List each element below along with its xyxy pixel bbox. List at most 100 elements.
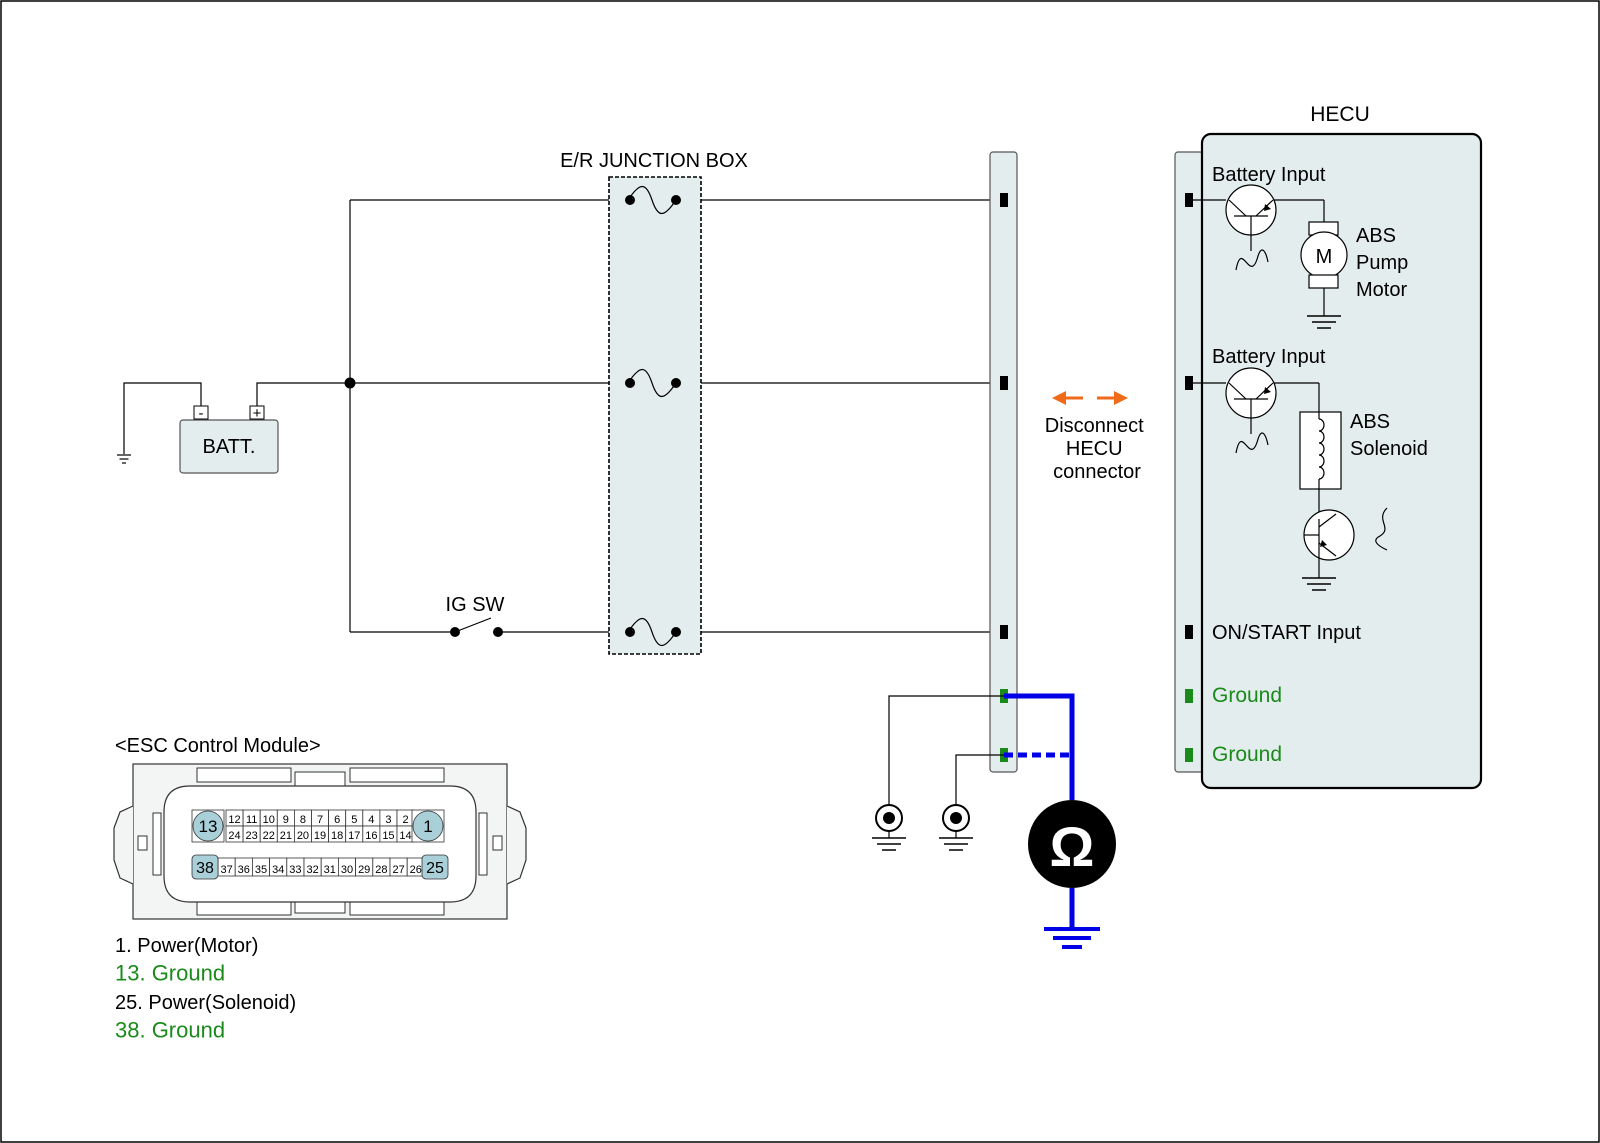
pin-cavity: 28 xyxy=(372,857,391,877)
pin-cavity: 29 xyxy=(355,857,374,877)
pin-number: 2 xyxy=(402,814,408,826)
pin-cavity: 30 xyxy=(337,857,356,877)
pin-number: 21 xyxy=(280,830,292,842)
pin-number: 5 xyxy=(351,814,357,826)
ohmmeter: Ω xyxy=(1004,693,1116,949)
pin-number: 9 xyxy=(283,814,289,826)
pin-number: 7 xyxy=(317,814,323,826)
pin-cavity: 15 xyxy=(379,825,398,843)
pin-number: 32 xyxy=(306,864,318,876)
pin-number: 29 xyxy=(358,864,370,876)
pin-cavity: 34 xyxy=(269,857,288,877)
ground-1-label: Ground xyxy=(1212,684,1282,707)
pin-cavity: 17 xyxy=(345,825,364,843)
pump-motor-circuit xyxy=(1193,184,1348,329)
pin-number: 28 xyxy=(375,864,387,876)
pin-number: 20 xyxy=(297,830,309,842)
pin-number: 25 xyxy=(426,860,444,877)
pin-cavity: 9 xyxy=(276,809,295,827)
pin-cavity: 32 xyxy=(303,857,322,877)
solenoid-label: ABS Solenoid xyxy=(1350,411,1428,460)
hecu-title: HECU xyxy=(1310,103,1370,126)
pin-number: 37 xyxy=(220,864,232,876)
ohm-icon: Ω xyxy=(1050,815,1095,878)
ground-wiring xyxy=(888,695,1004,808)
battery-plus: + xyxy=(253,405,262,422)
pin-number: 35 xyxy=(255,864,267,876)
battery: - + BATT. xyxy=(117,382,279,474)
battery-input-2-label: Battery Input xyxy=(1212,346,1326,368)
pin-cavity: 33 xyxy=(286,857,305,877)
pin-number: 36 xyxy=(238,864,250,876)
pin-cavity-highlight: 1 xyxy=(411,809,445,843)
ig-switch-label: IG SW xyxy=(446,594,505,616)
on-start-label: ON/START Input xyxy=(1212,622,1361,644)
pin-cavity: 5 xyxy=(345,809,364,827)
pin-number: 23 xyxy=(246,830,258,842)
pin-number: 3 xyxy=(385,814,391,826)
pin-number: 22 xyxy=(263,830,275,842)
pin-cavity: 12 xyxy=(225,809,244,827)
pin-number: 14 xyxy=(399,830,411,842)
esc-title: <ESC Control Module> xyxy=(115,735,321,757)
pin-cavity: 36 xyxy=(234,857,253,877)
pin-cavity: 22 xyxy=(259,825,278,843)
pin-number: 8 xyxy=(300,814,306,826)
pin-cavity: 37 xyxy=(217,857,236,877)
motor-icon: M xyxy=(1316,246,1333,268)
pin-cavity: 27 xyxy=(389,857,408,877)
pin-number: 4 xyxy=(368,814,374,826)
harness-connector xyxy=(989,151,1018,773)
solenoid-circuit xyxy=(1193,367,1388,591)
pin-legend-item: 25. Power(Solenoid) xyxy=(115,992,296,1014)
junction-box-label: E/R JUNCTION BOX xyxy=(560,150,748,172)
pin-number: 38 xyxy=(196,860,214,877)
pin-number: 15 xyxy=(382,830,394,842)
pin-number: 26 xyxy=(410,864,422,876)
pin-number: 11 xyxy=(246,814,257,826)
ig-switch: IG SW xyxy=(446,594,505,637)
pin-number: 19 xyxy=(314,830,326,842)
pin-number: 1 xyxy=(423,817,432,836)
pin-number: 33 xyxy=(289,864,301,876)
pin-cavity: 14 xyxy=(396,825,415,843)
battery-input-1-label: Battery Input xyxy=(1212,164,1326,186)
pin-legend-item: 38. Ground xyxy=(115,1018,225,1043)
pin-cavity: 6 xyxy=(328,809,347,827)
pin-legend-item: 1. Power(Motor) xyxy=(115,935,258,957)
pin-cavity: 8 xyxy=(293,809,312,827)
pin-legend-item: 13. Ground xyxy=(115,961,225,986)
pin-cavity: 23 xyxy=(242,825,261,843)
hecu: HECU M Battery Input xyxy=(1174,103,1483,790)
pin-number: 10 xyxy=(263,814,275,826)
battery-ground-icon xyxy=(117,454,131,464)
pin-number: 24 xyxy=(228,830,240,842)
pin-cavity: 11 xyxy=(242,809,261,827)
pump-motor-label: ABS Pump Motor xyxy=(1356,225,1414,301)
pin-number: 17 xyxy=(348,830,360,842)
pin-cavity: 26 xyxy=(406,857,425,877)
pin-cavity: 10 xyxy=(259,809,278,827)
pin-number: 34 xyxy=(272,864,284,876)
pin-number: 18 xyxy=(331,830,343,842)
pin-cavity: 19 xyxy=(311,825,330,843)
pin-cavity: 24 xyxy=(225,825,244,843)
pin-cavity: 16 xyxy=(362,825,381,843)
fuse-1 xyxy=(625,185,681,215)
chassis-ground-icon xyxy=(939,804,973,851)
pin-cavity: 21 xyxy=(276,825,295,843)
power-wiring xyxy=(256,199,1004,633)
pin-cavity-highlight: 38 xyxy=(191,854,219,880)
disconnect-label: Disconnect HECU connector xyxy=(1045,415,1150,483)
pin-cavity: 18 xyxy=(328,825,347,843)
pin-cavity: 2 xyxy=(396,809,415,827)
pin-number: 12 xyxy=(228,814,240,826)
battery-minus: - xyxy=(199,405,204,422)
pin-number: 31 xyxy=(324,864,336,876)
